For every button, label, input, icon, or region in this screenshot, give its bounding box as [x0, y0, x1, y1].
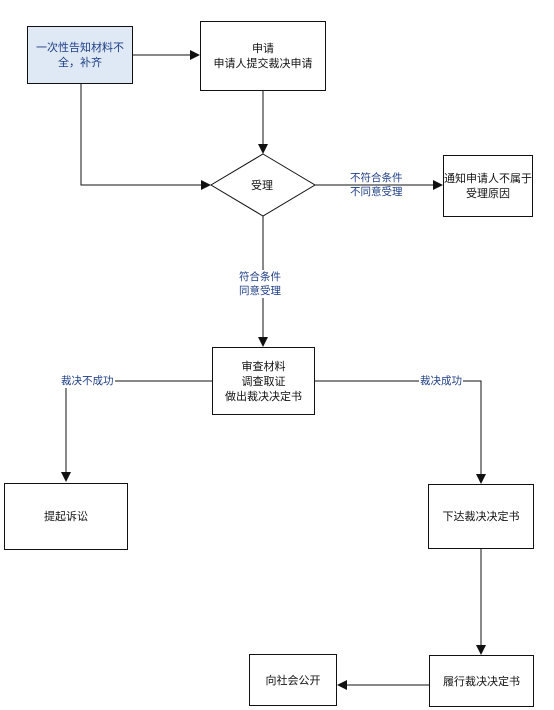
accept-label: 受理	[251, 179, 273, 192]
review-text-3: 做出裁决决定书	[225, 389, 302, 403]
apply-node: 申请 申请人提交裁决申请	[200, 21, 326, 91]
meet-text-1: 符合条件	[239, 271, 281, 283]
fail-text: 裁决不成功	[61, 375, 114, 387]
success-label: 裁决成功	[419, 374, 463, 388]
fail-label: 裁决不成功	[60, 374, 115, 388]
supplement-text-1: 一次性告知材料不	[36, 41, 124, 54]
perform-text: 履行裁决决定书	[443, 674, 520, 688]
issue-text: 下达裁决决定书	[442, 510, 520, 523]
notify-applicant-node: 通知申请人不属于 受理原因	[443, 155, 533, 217]
publish-text: 向社会公开	[265, 673, 321, 687]
publish-node: 向社会公开	[249, 654, 337, 706]
not-meet-condition-label: 不符合条件 不同意受理	[350, 171, 403, 199]
apply-text: 申请人提交裁决申请	[213, 57, 313, 70]
not-meet-text-2: 不同意受理	[350, 186, 403, 198]
edge-review-to-lawsuit	[61, 380, 212, 482]
notify-text-1: 通知申请人不属于	[444, 172, 532, 185]
review-text-2: 调查取证	[241, 374, 286, 388]
meet-text-2: 同意受理	[239, 285, 281, 297]
issue-decision-node: 下达裁决决定书	[428, 484, 534, 549]
success-text: 裁决成功	[420, 375, 462, 387]
supplement-materials-node: 一次性告知材料不 全，补齐	[27, 26, 133, 84]
not-meet-text-1: 不符合条件	[350, 172, 403, 184]
supplement-text-2: 全，补齐	[58, 56, 102, 69]
edge-review-to-issue	[315, 380, 486, 484]
review-node: 审查材料 调查取证 做出裁决决定书	[212, 347, 315, 415]
review-text-1: 审查材料	[241, 359, 286, 373]
lawsuit-node: 提起诉讼	[4, 483, 128, 550]
edge-supplement-to-accept	[80, 84, 211, 190]
meet-condition-label: 符合条件 同意受理	[239, 270, 281, 298]
apply-title: 申请	[252, 42, 274, 55]
lawsuit-text: 提起诉讼	[44, 510, 88, 523]
perform-decision-node: 履行裁决决定书	[429, 655, 534, 707]
notify-text-2: 受理原因	[466, 187, 510, 200]
